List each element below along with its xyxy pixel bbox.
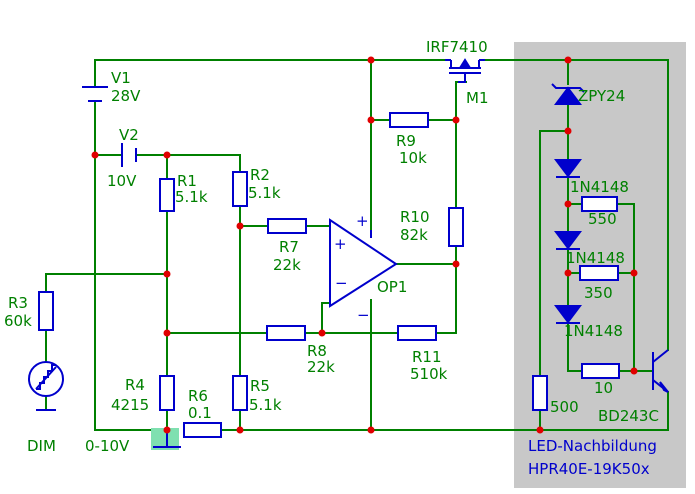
zener-diode: [551, 83, 585, 105]
resistor-r7: [267, 218, 307, 234]
label-r1-value: 5.1k: [175, 188, 208, 206]
resistor-r3: [38, 291, 54, 331]
label-bd243c: BD243C: [598, 407, 659, 425]
label-d1: 1N4148: [570, 178, 629, 196]
label-r10-name: R10: [400, 208, 430, 226]
resistor-r500: [532, 375, 548, 411]
ground-marker: [151, 428, 179, 450]
label-zener: ZPY24: [578, 87, 625, 105]
label-r10b: 10: [594, 379, 613, 397]
label-r500: 500: [550, 398, 579, 416]
label-r550: 550: [588, 210, 617, 228]
resistor-r6: [183, 422, 222, 438]
v2-battery: [121, 143, 137, 167]
label-r1-name: R1: [177, 172, 197, 190]
label-r6-value: 0.1: [188, 404, 212, 422]
resistor-r11: [397, 325, 437, 341]
label-r9-name: R9: [396, 132, 416, 150]
label-r11-value: 510k: [410, 365, 448, 383]
svg-text:+: +: [334, 235, 347, 253]
label-v1-value: 28V: [111, 87, 141, 105]
label-r6-name: R6: [188, 387, 208, 405]
svg-text:−: −: [335, 274, 348, 292]
label-v2-value: 10V: [107, 172, 137, 190]
resistor-r550: [581, 196, 618, 212]
wires: [45, 59, 669, 431]
label-r350: 350: [584, 284, 613, 302]
label-r5-value: 5.1k: [249, 396, 282, 414]
mosfet-m1: [445, 58, 485, 83]
label-d2: 1N4148: [566, 249, 625, 267]
diode-1: [554, 159, 582, 178]
resistor-r350: [579, 265, 619, 281]
opamp-op1: + − + −: [329, 212, 398, 324]
label-r3-value: 60k: [4, 312, 32, 330]
labels: V1 28V V2 10V R1 5.1k R2 5.1k R3 60k R4 …: [4, 38, 659, 478]
label-m1-name: M1: [466, 89, 489, 107]
label-r8-value: 22k: [307, 358, 335, 376]
label-r11-name: R11: [412, 348, 442, 366]
label-dim-value: 0-10V: [85, 437, 130, 455]
label-r2-name: R2: [250, 166, 270, 184]
v1-battery: [82, 86, 108, 102]
resistor-r5: [232, 375, 248, 411]
label-op1-name: OP1: [377, 278, 407, 296]
label-r10-value: 82k: [400, 226, 428, 244]
label-r7-value: 22k: [273, 256, 301, 274]
label-r5-name: R5: [250, 377, 270, 395]
svg-text:−: −: [357, 306, 370, 324]
label-d3: 1N4148: [564, 322, 623, 340]
resistor-r8: [266, 325, 306, 341]
label-m1-type: IRF7410: [426, 38, 488, 56]
label-r2-value: 5.1k: [248, 184, 281, 202]
label-r8-name: R8: [307, 342, 327, 360]
label-r3-name: R3: [8, 294, 28, 312]
label-r4-value: 4215: [111, 396, 149, 414]
label-r9-value: 10k: [399, 149, 427, 167]
diode-3: [554, 305, 582, 324]
panel-caption-2: HPR40E-19K50x: [528, 460, 650, 478]
label-r4-name: R4: [125, 376, 145, 394]
panel-caption-1: LED-Nachbildung: [528, 437, 657, 455]
resistor-r2: [232, 171, 248, 207]
label-v1-name: V1: [111, 69, 131, 87]
resistor-r10: [448, 207, 464, 247]
diode-2: [554, 231, 582, 250]
resistor-r9: [389, 112, 429, 128]
resistor-r10b: [581, 363, 620, 379]
resistor-r1: [159, 178, 175, 212]
resistor-r4: [159, 375, 175, 411]
label-v2-name: V2: [119, 126, 139, 144]
dim-source: [28, 361, 64, 411]
label-r7-name: R7: [279, 238, 299, 256]
transistor-bd243c: [652, 349, 669, 393]
svg-text:+: +: [356, 212, 369, 230]
node-dots: [91, 56, 638, 434]
label-dim-name: DIM: [27, 437, 56, 455]
